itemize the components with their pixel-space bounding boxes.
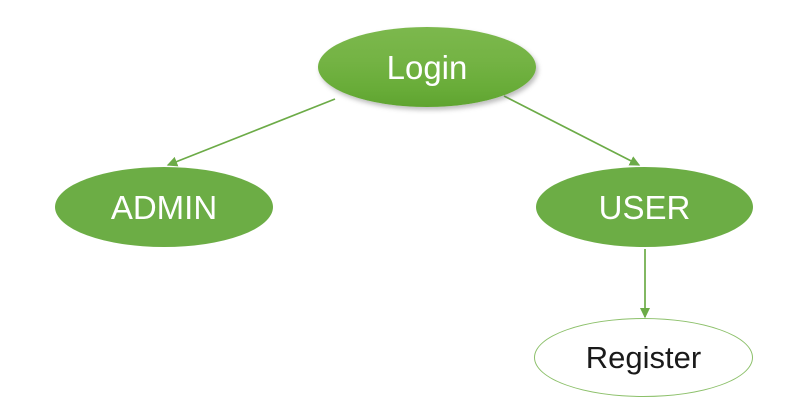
node-admin-label: ADMIN [110,188,218,226]
node-user[interactable]: USER [536,167,753,247]
node-register[interactable]: Register [534,318,753,397]
node-login[interactable]: Login [318,27,536,107]
node-user-label: USER [598,188,691,226]
node-admin[interactable]: ADMIN [55,167,273,247]
edge-login-admin [166,98,336,167]
edge-login-user [503,95,641,166]
node-register-label: Register [585,340,702,375]
node-login-label: Login [386,48,468,86]
